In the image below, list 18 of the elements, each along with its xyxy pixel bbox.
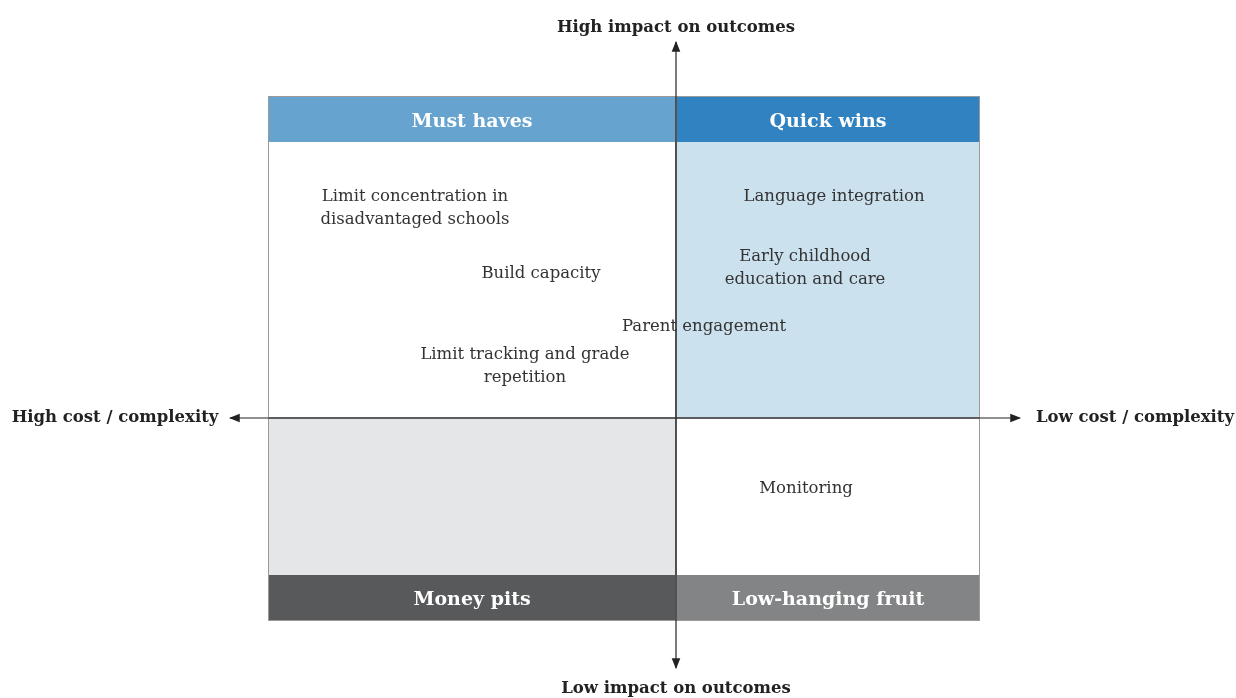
axis-label: High cost / complexity <box>11 405 219 428</box>
item-label: Early childhood education and care <box>723 245 887 290</box>
quadrant-header: Quick wins <box>677 97 979 142</box>
item-label: Build capacity <box>481 261 601 284</box>
quadrant-panel <box>268 418 676 621</box>
quadrant-header: Low-hanging fruit <box>677 575 979 620</box>
item-label: Limit tracking and grade repetition <box>420 343 630 388</box>
quadrant-header: Must haves <box>269 97 675 142</box>
axis-label: Low cost / complexity <box>1035 405 1235 428</box>
quadrant-panel <box>676 96 980 418</box>
item-label: Monitoring <box>759 476 853 499</box>
axis-label: High impact on outcomes <box>556 15 796 38</box>
quadrant-panel <box>268 96 676 418</box>
quadrant-panel <box>676 418 980 621</box>
item-label: Limit concentration in disadvantaged schools <box>319 185 511 230</box>
item-label: Language integration <box>743 184 925 207</box>
axis-label: Low impact on outcomes <box>561 676 791 698</box>
quadrant-header: Money pits <box>269 575 675 620</box>
